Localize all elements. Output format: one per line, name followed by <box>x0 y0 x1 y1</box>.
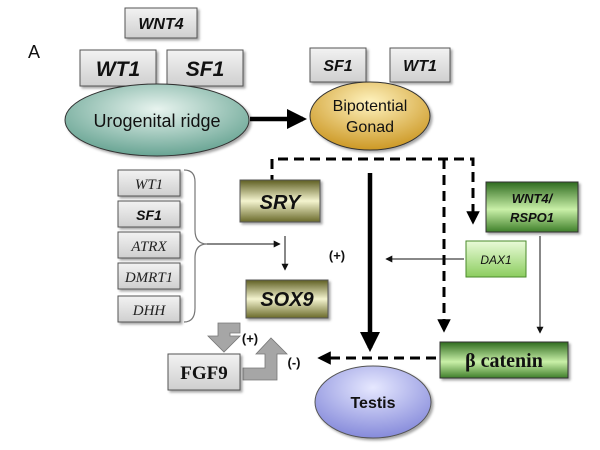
urogenital-ridge-label: Urogenital ridge <box>93 111 220 131</box>
bipotential-gonad-node: Bipotential Gonad <box>309 81 431 151</box>
dashed-branch-top <box>270 157 480 225</box>
sf1-gonad-box: SF1 <box>309 47 367 83</box>
plus-sign-main: (+) <box>329 248 345 263</box>
list-dmrt1-label: DMRT1 <box>124 270 173 286</box>
list-dhh-label: DHH <box>132 303 167 319</box>
testis-node: Testis <box>314 365 432 439</box>
factor-list: WT1 SF1 ATRX DMRT1 DHH <box>117 169 181 323</box>
wt1-top-label: WT1 <box>96 58 140 81</box>
wnt4-rspo1-node: WNT4/ RSPO1 <box>485 181 579 233</box>
fgf9-node: FGF9 <box>167 353 241 391</box>
panel-label: A <box>28 42 40 62</box>
list-atrx-label: ATRX <box>130 239 167 255</box>
wnt4-top-box: WNT4 <box>124 7 198 39</box>
bipotential-label-line2: Gonad <box>346 119 394 136</box>
wnt4-rspo1-label-line2: RSPO1 <box>510 210 554 225</box>
plus-sign-fgf9: (+) <box>242 331 258 346</box>
list-wt1-box: WT1 <box>117 169 181 197</box>
factor-list-brace <box>183 169 208 323</box>
list-sf1-label: SF1 <box>136 207 162 223</box>
sf1-top-label: SF1 <box>186 58 225 81</box>
sf1-top-box: SF1 <box>166 49 244 87</box>
beta-catenin-node: β catenin <box>439 341 569 379</box>
list-sf1-box: SF1 <box>117 200 181 228</box>
sox9-node: SOX9 <box>245 279 329 319</box>
sry-label: SRY <box>260 192 302 214</box>
list-dmrt1-box: DMRT1 <box>117 262 181 290</box>
feedback-arrow-upper <box>207 322 241 353</box>
list-atrx-box: ATRX <box>117 231 181 259</box>
sry-node: SRY <box>239 179 321 223</box>
beta-catenin-label: β catenin <box>465 350 543 372</box>
wt1-gonad-label: WT1 <box>403 58 437 75</box>
wt1-gonad-box: WT1 <box>389 47 451 83</box>
sf1-gonad-label: SF1 <box>323 58 352 75</box>
testis-label: Testis <box>350 395 395 412</box>
fgf9-label: FGF9 <box>180 363 228 384</box>
dax1-label: DAX1 <box>480 253 511 267</box>
minus-sign-fgf9: (-) <box>288 355 301 370</box>
urogenital-ridge-node: Urogenital ridge <box>64 83 250 157</box>
bipotential-label-line1: Bipotential <box>333 98 408 115</box>
sox9-label: SOX9 <box>260 289 314 311</box>
wnt4-rspo1-label-line1: WNT4/ <box>512 191 554 206</box>
list-dhh-box: DHH <box>117 295 181 323</box>
list-wt1-label: WT1 <box>135 177 163 193</box>
wnt4-top-label: WNT4 <box>138 16 183 33</box>
feedback-arrow-lower <box>242 337 288 381</box>
wt1-top-box: WT1 <box>79 49 157 87</box>
dax1-node: DAX1 <box>465 240 527 278</box>
